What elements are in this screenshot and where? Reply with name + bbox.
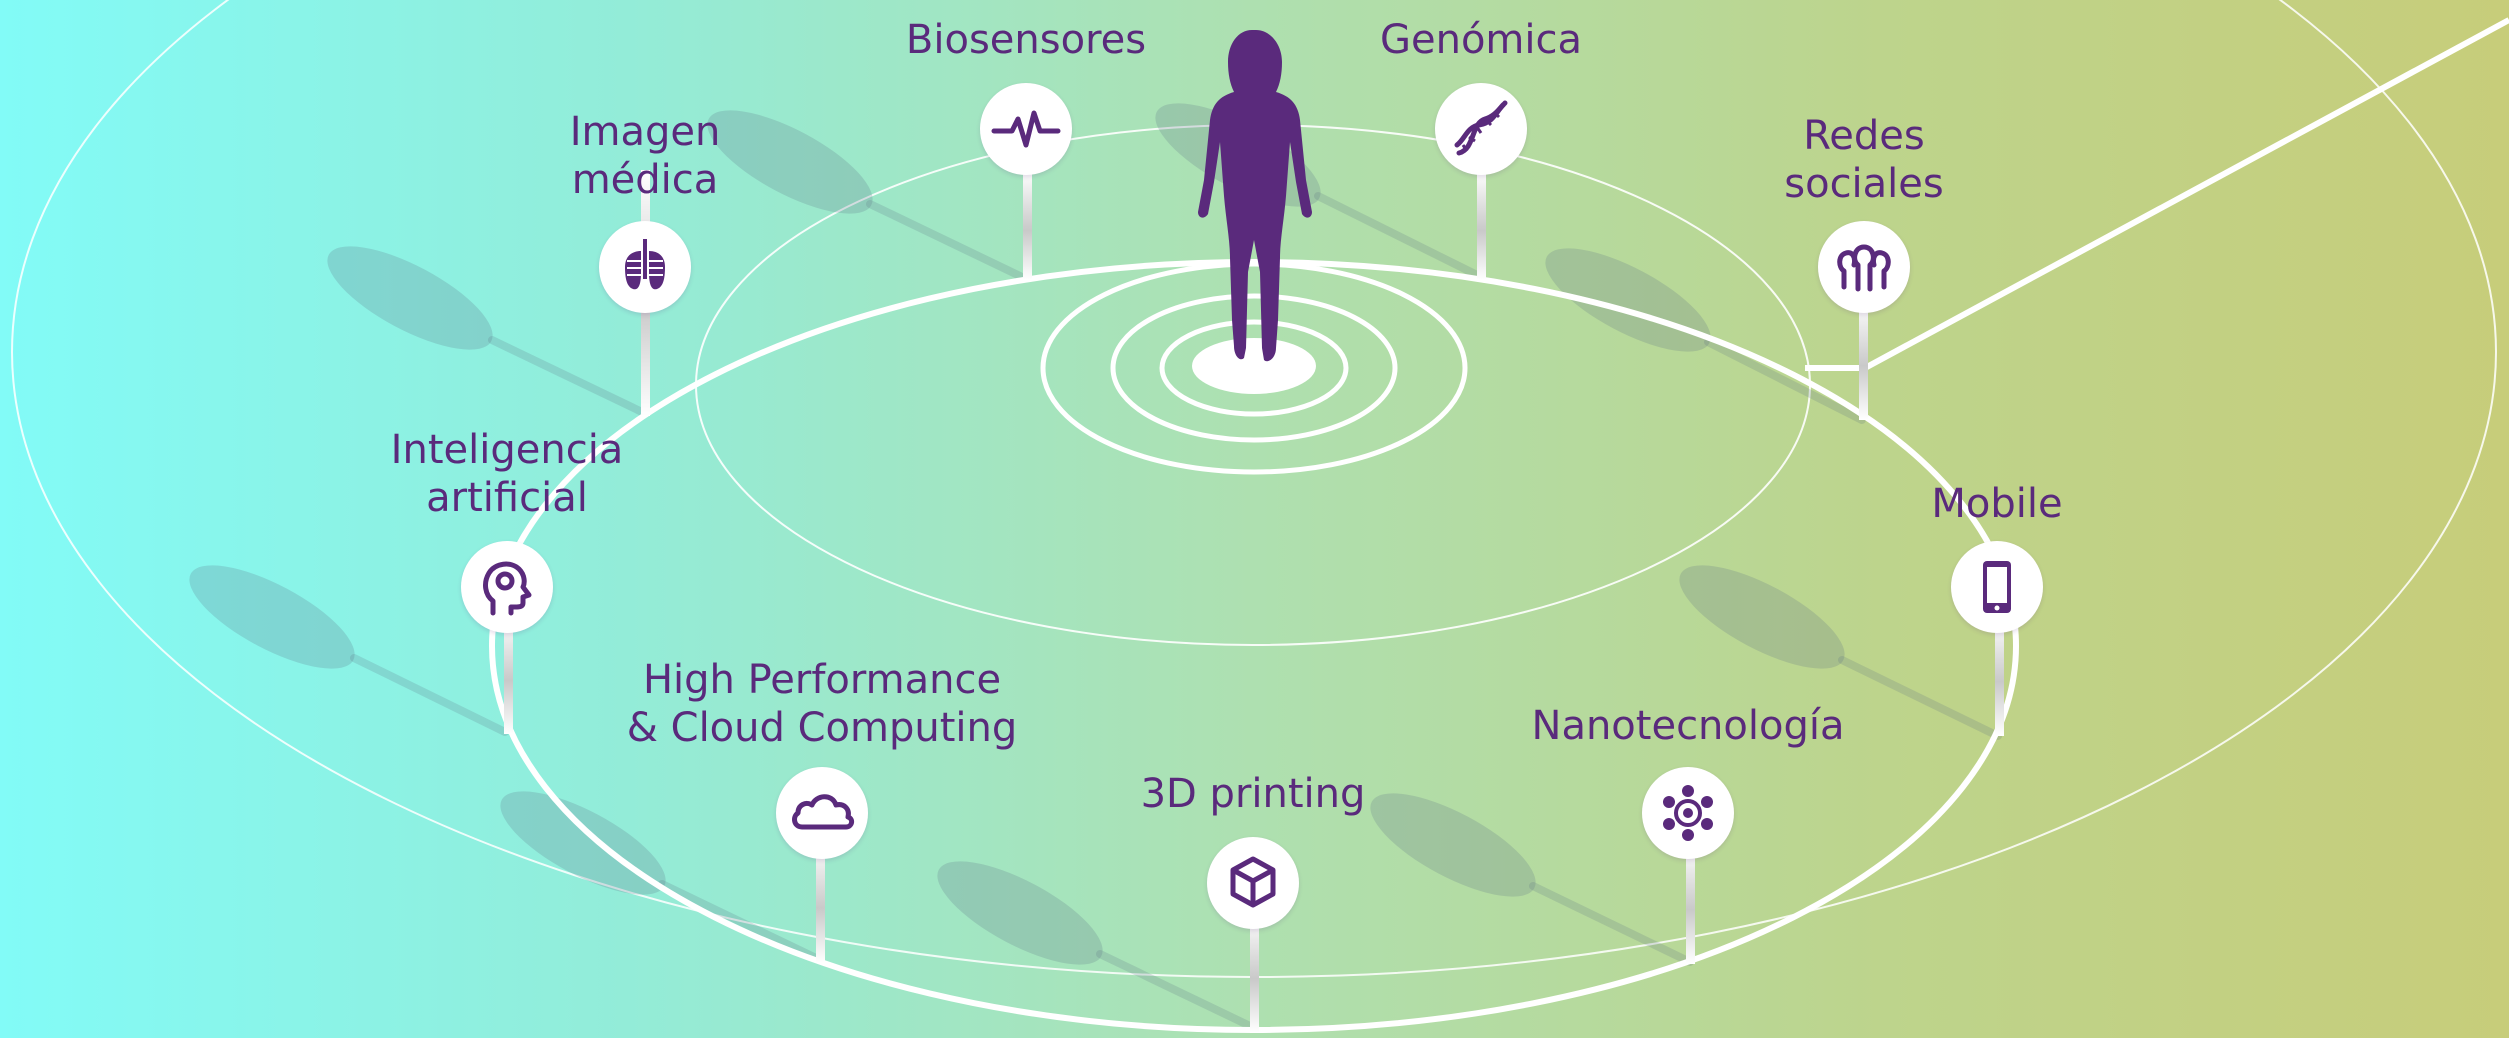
cloud-icon [776,767,868,859]
cube-icon [1207,837,1299,929]
pin-shadows [189,103,1845,965]
molecule-icon [1642,767,1734,859]
head-icon [461,541,553,633]
label-genomica: Genómica [1379,17,1583,63]
label-mobile: Mobile [1931,481,2063,527]
target-center [1192,338,1316,394]
dna-icon [1435,83,1527,175]
label-hpc-cloud: High Performance& Cloud Computing [626,657,1018,751]
phone-icon [1951,541,2043,633]
lungs-icon [599,221,691,313]
target-rings [1040,261,1468,475]
label-nanotecnologia: Nanotecnología [1531,703,1845,749]
person-silhouette [1198,30,1312,362]
label-3d-printing: 3D printing [1140,771,1366,817]
pulse-icon [980,83,1072,175]
people-icon [1818,221,1910,313]
shadow-lines [350,192,2002,1030]
label-biosensores: Biosensores [905,17,1147,63]
